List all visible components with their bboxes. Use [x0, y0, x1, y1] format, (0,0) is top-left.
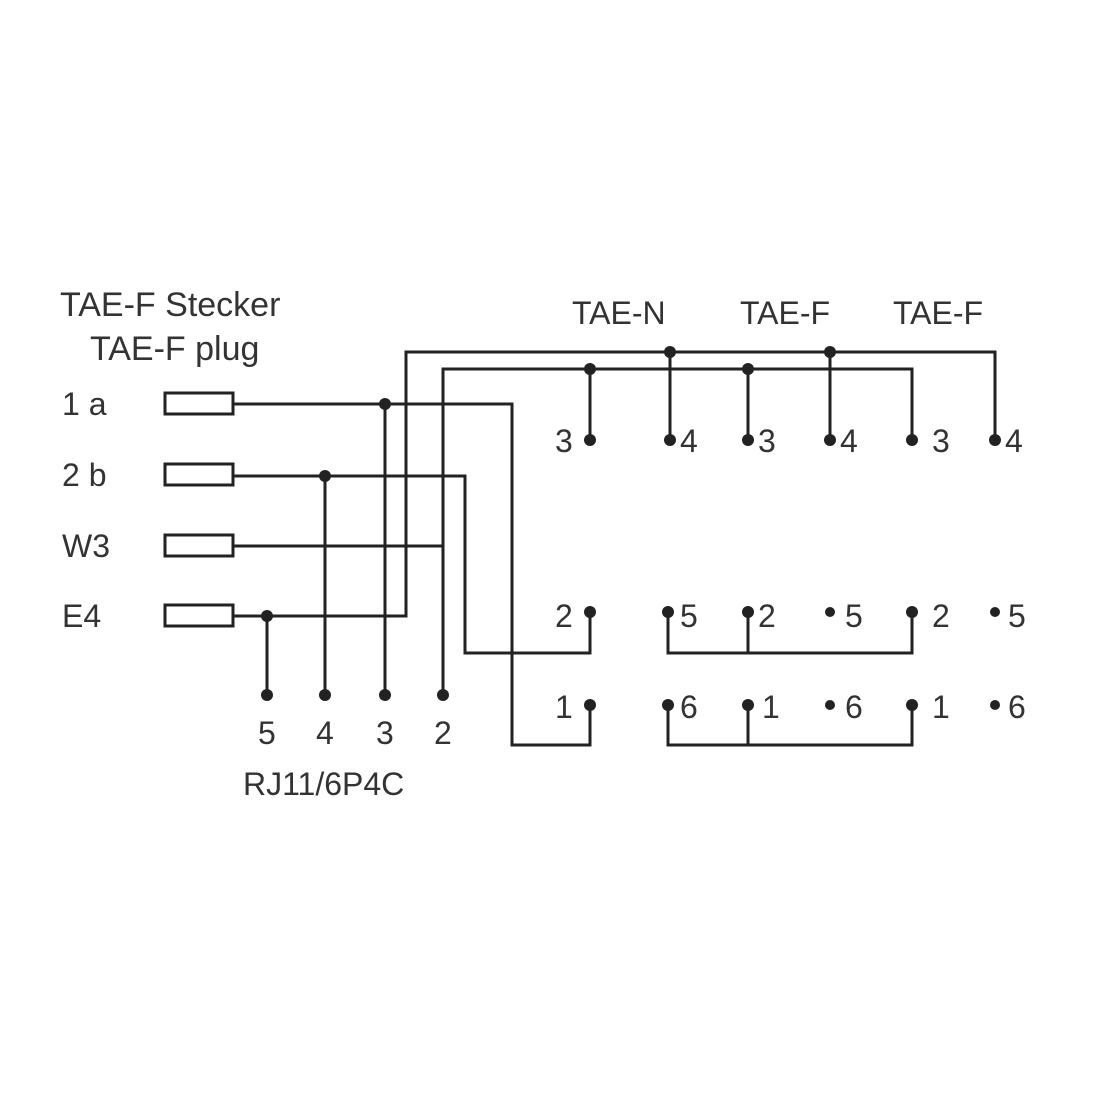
pin-number: 5: [845, 598, 863, 634]
plug-subtitle: TAE-F plug: [90, 330, 259, 368]
plug-contacts: [163, 391, 235, 628]
pin-number: 5: [1008, 598, 1026, 634]
pin-label-2b: 2 b: [62, 457, 106, 493]
pin-number: 2: [555, 598, 573, 634]
rj11-pin: 4: [316, 715, 334, 751]
pin-number: 1: [762, 689, 780, 725]
pin-number: 4: [680, 423, 698, 459]
pin-number: 6: [845, 689, 863, 725]
junction-dots: [261, 346, 1001, 711]
pin-number: 2: [758, 598, 776, 634]
mid-row-labels: 2 5 2 5 2 5: [555, 598, 1026, 634]
pin-number: 3: [932, 423, 950, 459]
rj11-pin: 2: [434, 715, 452, 751]
socket-label-tae-f-1: TAE-F: [740, 295, 830, 331]
rj11-pin: 5: [258, 715, 276, 751]
wires: [233, 350, 997, 747]
pin-number: 4: [1005, 423, 1023, 459]
top-row-labels: 3 4 3 4 3 4: [555, 423, 1023, 459]
socket-label-tae-n: TAE-N: [572, 295, 666, 331]
pin-number: 1: [555, 689, 573, 725]
plug-title: TAE-F Stecker: [60, 286, 280, 324]
pin-label-e4: E4: [62, 598, 101, 634]
pin-label-1a: 1 a: [62, 386, 107, 422]
pin-number: 6: [1008, 689, 1026, 725]
pin-number: 1: [932, 689, 950, 725]
rj11-pin: 3: [376, 715, 394, 751]
pin-number: 5: [680, 598, 698, 634]
pin-number: 3: [758, 423, 776, 459]
rj11-pin-labels: 5 4 3 2: [258, 715, 452, 751]
pin-number: 6: [680, 689, 698, 725]
pin-label-w3: W3: [62, 528, 110, 564]
socket-label-tae-f-2: TAE-F: [893, 295, 983, 331]
rj11-label: RJ11/6P4C: [243, 766, 404, 802]
plug-contact-2b: [163, 462, 235, 487]
plug-contact-e4: [163, 603, 235, 628]
plug-contact-1a: [163, 391, 235, 416]
bottom-row-labels: 1 6 1 6 1 6: [555, 689, 1026, 725]
plug-contact-w3: [163, 533, 235, 558]
pin-number: 3: [555, 423, 573, 459]
pin-number: 2: [932, 598, 950, 634]
pin-number: 4: [840, 423, 858, 459]
